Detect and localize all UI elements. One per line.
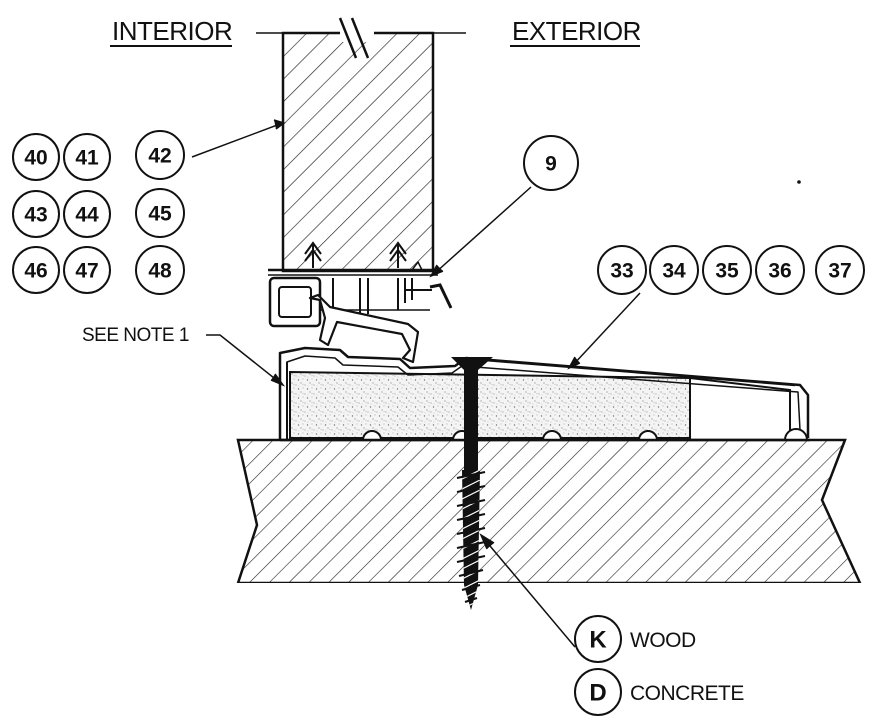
leader-fastener <box>484 539 576 648</box>
svg-text:46: 46 <box>24 260 47 283</box>
fastener-letter-d: D <box>589 680 606 707</box>
sill-bumps <box>362 428 808 441</box>
svg-text:45: 45 <box>148 203 172 226</box>
svg-text:9: 9 <box>545 153 557 176</box>
leader-note <box>206 334 280 383</box>
callout-42: 42 <box>135 130 185 180</box>
callout-47: 47 <box>63 246 111 294</box>
break-line-symbol <box>338 17 374 59</box>
anchor-screw <box>451 357 493 610</box>
leader-lines <box>191 119 641 648</box>
substrate-floor <box>230 438 870 623</box>
svg-text:40: 40 <box>24 147 47 170</box>
fastener-key-concrete: D CONCRETE <box>574 668 745 716</box>
svg-text:33: 33 <box>610 260 633 283</box>
svg-text:35: 35 <box>715 260 739 283</box>
svg-text:42: 42 <box>148 145 171 168</box>
callout-41: 41 <box>63 133 111 181</box>
setting-block-arrow-left <box>304 241 322 268</box>
callout-48: 48 <box>135 245 185 295</box>
interior-label: INTERIOR <box>112 16 232 46</box>
stray-mark <box>797 180 801 184</box>
callout-43: 43 <box>12 190 60 238</box>
callout-46: 46 <box>12 246 60 294</box>
callout-40: 40 <box>12 133 60 181</box>
see-note-label: SEE NOTE 1 <box>82 325 189 346</box>
callout-36: 36 <box>755 245 805 295</box>
leader-stop <box>434 186 532 274</box>
fastener-substrate-wood: WOOD <box>630 629 696 652</box>
callout-33: 33 <box>597 245 647 295</box>
leader-sill <box>572 292 641 366</box>
svg-text:47: 47 <box>75 260 98 283</box>
svg-text:48: 48 <box>148 260 172 283</box>
glass-unit <box>256 17 466 273</box>
svg-text:34: 34 <box>662 260 686 283</box>
callout-44: 44 <box>63 190 111 238</box>
svg-text:41: 41 <box>75 147 99 170</box>
sill-frame <box>278 346 810 442</box>
fastener-letter-k: K <box>589 627 607 654</box>
svg-text:44: 44 <box>75 204 99 227</box>
fastener-key: K WOOD D CONCRETE <box>574 615 745 716</box>
callout-45: 45 <box>135 188 185 238</box>
leader-glass <box>191 123 281 158</box>
svg-text:37: 37 <box>828 260 851 283</box>
glass-callout-group: 40 41 42 43 44 45 46 47 48 <box>12 130 185 295</box>
stop-callout: 9 <box>523 135 579 191</box>
setting-block-arrow-right <box>389 241 407 268</box>
callout-35: 35 <box>702 245 752 295</box>
sill-callout-group: 33 34 35 36 37 <box>597 245 865 295</box>
svg-text:36: 36 <box>768 260 791 283</box>
callout-37: 37 <box>815 245 865 295</box>
interior-label-group: INTERIOR <box>110 16 233 47</box>
callout-34: 34 <box>649 245 699 295</box>
exterior-label: EXTERIOR <box>512 16 641 46</box>
fastener-key-wood: K WOOD <box>574 615 696 663</box>
fastener-substrate-concrete: CONCRETE <box>630 682 744 705</box>
exterior-label-group: EXTERIOR <box>510 16 641 47</box>
svg-text:43: 43 <box>24 204 47 227</box>
glazing-stop <box>268 260 453 364</box>
